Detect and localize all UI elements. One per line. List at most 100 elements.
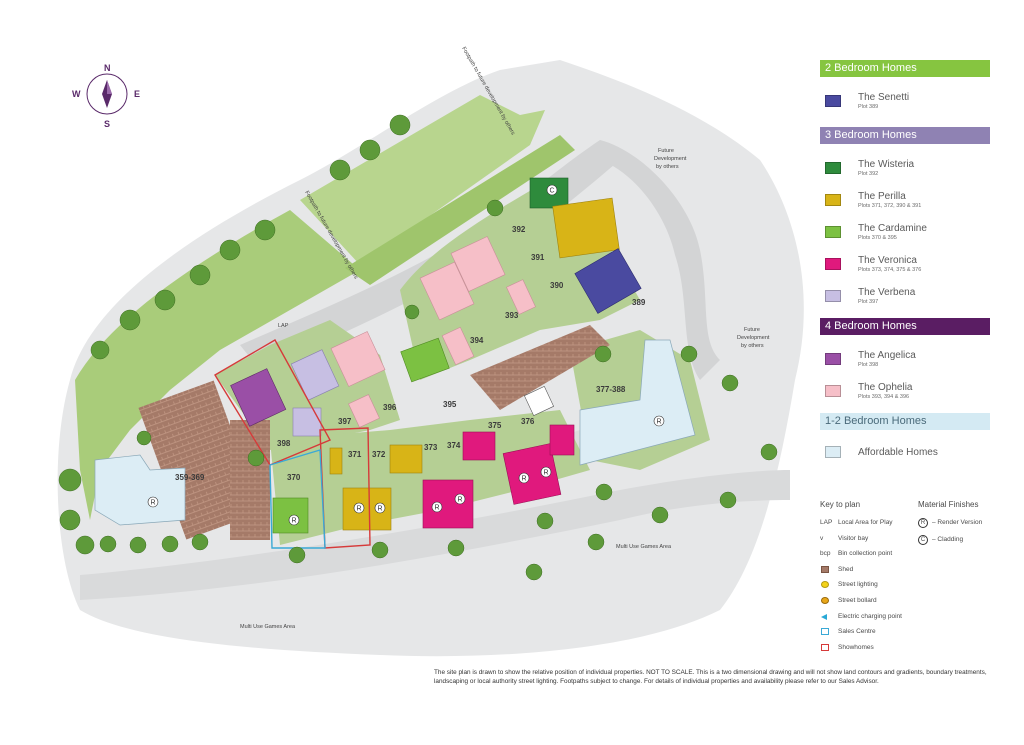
plot-number: 374 [447, 441, 461, 450]
plot-number: 370 [287, 473, 301, 482]
key-row-charging-point: Electric charging point [820, 612, 920, 628]
svg-text:R: R [150, 500, 155, 507]
showhome-outline [214, 339, 331, 466]
future-dev-label: by others [741, 343, 764, 349]
plot-number: 397 [338, 417, 352, 426]
key-row-street-bollard: Street bollard [820, 596, 920, 612]
cladding-icon: C [918, 535, 928, 545]
legend-item-affordable: Affordable Homes [820, 444, 990, 476]
legend-item-ophelia: The Ophelia Plots 393, 394 & 396 [820, 381, 990, 413]
plot-number: 394 [470, 336, 484, 345]
plot-number: 396 [383, 403, 397, 412]
showhome-icon [821, 643, 829, 651]
house-ophelia [330, 331, 386, 387]
compass-s: S [104, 119, 110, 129]
plot-number: 391 [531, 253, 545, 262]
plot-number: 395 [443, 400, 457, 409]
house-senetti [574, 248, 642, 314]
future-dev-label: Development [654, 156, 687, 162]
swatch-verbena [825, 290, 841, 302]
tree-group [58, 114, 778, 581]
legend-item-verbena: The Verbena Plot 397 [820, 286, 990, 318]
house-verbena [292, 407, 322, 437]
svg-text:C: C [549, 188, 554, 195]
grass-field-north [300, 95, 545, 265]
house-angelica [230, 368, 287, 427]
compass-w: W [72, 89, 81, 99]
legend-item-angelica: The Angelica Plot 398 [820, 349, 990, 381]
block-label: 377-388 [596, 385, 626, 394]
plot-number: 373 [424, 443, 438, 452]
legend-item-cardamine: The Cardamine Plots 370 & 395 [820, 222, 990, 254]
future-dev-label: Future [658, 148, 674, 154]
plot-number: 392 [512, 225, 526, 234]
parking-area [230, 420, 270, 540]
sales-centre-outline [269, 449, 326, 549]
category-2-bedroom: 2 Bedroom Homes [820, 60, 990, 77]
svg-text:R: R [521, 476, 526, 483]
key-row-sales-centre: Sales Centre [820, 627, 920, 643]
legend-item-veronica: The Veronica Plots 373, 374, 375 & 376 [820, 254, 990, 286]
svg-text:R: R [377, 506, 382, 513]
plot-number: 398 [277, 439, 291, 448]
house-ophelia [506, 279, 536, 315]
swatch-perilla [825, 194, 841, 206]
house-cardamine [272, 497, 309, 534]
house-perilla [389, 444, 423, 474]
shed-icon [821, 565, 829, 573]
house-perilla [552, 197, 620, 259]
estate-road-east [600, 140, 720, 380]
outbuilding [523, 385, 555, 417]
sales-centre-icon [821, 628, 829, 636]
swatch-senetti [825, 95, 841, 107]
svg-text:R: R [457, 497, 462, 504]
material-cladding: C– Cladding [918, 535, 998, 552]
disclaimer-text: The site plan is drawn to show the relat… [434, 669, 987, 685]
grass-strip [345, 135, 575, 285]
plot-number: 389 [632, 298, 646, 307]
plot-number: 375 [488, 421, 502, 430]
svg-text:R: R [656, 419, 661, 426]
swatch-ophelia [825, 385, 841, 397]
swatch-cardamine [825, 226, 841, 238]
house-cardamine [400, 337, 450, 383]
apartment-block-377-388 [579, 339, 696, 466]
future-dev-label: Development [737, 335, 770, 341]
plot-number-labels: 392 391 390 389 393 394 395 396 397 398 … [277, 225, 646, 482]
house-veronica [462, 431, 496, 461]
category-1-2-bedroom: 1-2 Bedroom Homes [820, 413, 990, 430]
svg-text:R: R [434, 505, 439, 512]
category-3-bedroom: 3 Bedroom Homes [820, 127, 990, 144]
svg-text:R: R [543, 470, 548, 477]
compass-e: E [134, 89, 140, 99]
future-dev-label: Future [744, 327, 760, 333]
key-row-showhomes: Showhomes [820, 643, 920, 659]
house-ophelia [419, 261, 475, 321]
house-ophelia [450, 236, 506, 292]
materials-title: Material Finishes [918, 500, 979, 509]
grass-field-west [75, 210, 360, 520]
swatch-affordable [825, 446, 841, 458]
bollard-icon [821, 596, 829, 604]
render-icon: R [918, 518, 928, 528]
plot-number: 371 [348, 450, 362, 459]
legend-item-perilla: The Perilla Plots 371, 372, 390 & 391 [820, 190, 990, 222]
muga-label: Multi Use Games Area [616, 544, 672, 550]
key-title: Key to plan [820, 500, 861, 509]
house-perilla [329, 447, 343, 475]
house-ophelia [348, 394, 380, 428]
svg-text:R: R [356, 506, 361, 513]
key-row-street-lighting: Street lighting [820, 580, 920, 596]
category-4-bedroom: 4 Bedroom Homes [820, 318, 990, 335]
lap-label: LAP [278, 323, 289, 329]
plot-number: 372 [372, 450, 386, 459]
compass-rose: N S E W [72, 63, 140, 129]
house-verbena [290, 349, 340, 401]
house-type-legend: 2 Bedroom Homes The Senetti Plot 389 3 B… [820, 60, 990, 476]
plot-number: 376 [521, 417, 535, 426]
apartment-block-359-369 [94, 454, 186, 526]
